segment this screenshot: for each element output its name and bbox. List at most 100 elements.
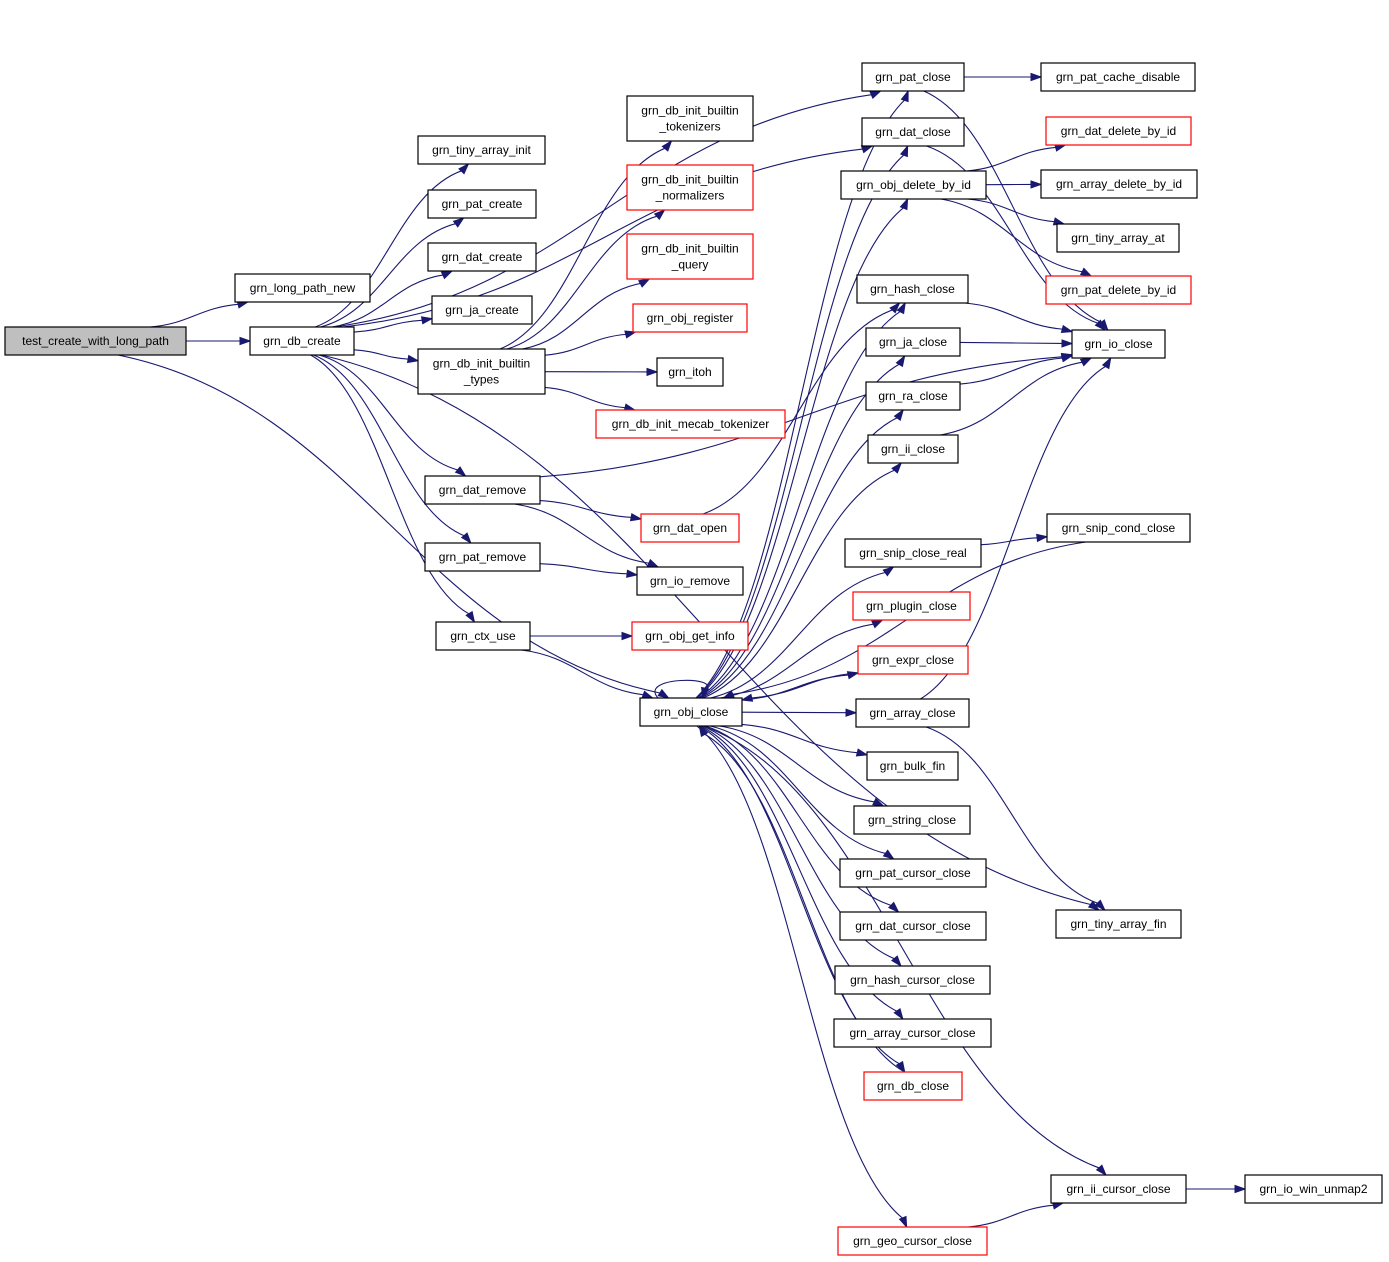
node-geo-cursor-close[interactable]: grn_geo_cursor_close bbox=[837, 1226, 988, 1256]
node-snip-cond-close[interactable]: grn_snip_cond_close bbox=[1046, 513, 1191, 543]
node-db-init-builtin-types[interactable]: grn_db_init_builtin_types bbox=[417, 348, 546, 395]
node-label: grn_hash_cursor_close bbox=[850, 973, 975, 987]
node-db-init-builtin-normalizers[interactable]: grn_db_init_builtin_normalizers bbox=[626, 164, 754, 211]
node-obj-register[interactable]: grn_obj_register bbox=[632, 303, 748, 333]
node-io-win-unmap2[interactable]: grn_io_win_unmap2 bbox=[1244, 1174, 1383, 1204]
node-label: grn_obj_close bbox=[654, 705, 729, 719]
function-nodes: test_create_with_long_path grn_long_path_… bbox=[4, 62, 1383, 1256]
node-dat-cursor-close[interactable]: grn_dat_cursor_close bbox=[839, 911, 987, 941]
node-db-init-builtin-query[interactable]: grn_db_init_builtin_query bbox=[626, 233, 754, 280]
node-pat-create[interactable]: grn_pat_create bbox=[427, 189, 537, 219]
node-ja-close[interactable]: grn_ja_close bbox=[865, 327, 961, 357]
node-box bbox=[631, 621, 749, 651]
edge-hash-close-to-io-close bbox=[964, 302, 1074, 333]
edge-root-to-long-path-new bbox=[150, 300, 250, 328]
node-db-init-mecab-tokenizer[interactable]: grn_db_init_mecab_tokenizer bbox=[595, 409, 786, 439]
node-box bbox=[626, 164, 754, 211]
node-pat-cursor-close[interactable]: grn_pat_cursor_close bbox=[839, 858, 987, 888]
node-box bbox=[431, 295, 533, 325]
node-label: grn_db_close bbox=[877, 1079, 949, 1093]
node-box bbox=[424, 542, 541, 572]
node-box bbox=[626, 95, 754, 142]
node-expr-close[interactable]: grn_expr_close bbox=[857, 645, 969, 675]
node-box bbox=[1045, 116, 1192, 146]
edge-db-create-to-dat-remove bbox=[318, 354, 467, 477]
node-label: grn_dat_cursor_close bbox=[855, 919, 971, 933]
node-dat-delete-by-id[interactable]: grn_dat_delete_by_id bbox=[1045, 116, 1192, 146]
edge-obj-close-to-ii-close bbox=[702, 461, 903, 699]
node-box bbox=[1071, 329, 1166, 359]
node-hash-close[interactable]: grn_hash_close bbox=[856, 274, 969, 304]
node-label: grn_tiny_array_at bbox=[1071, 231, 1165, 245]
node-dat-open[interactable]: grn_dat_open bbox=[640, 513, 740, 543]
node-box bbox=[427, 242, 537, 272]
node-snip-close-real[interactable]: grn_snip_close_real bbox=[844, 538, 982, 568]
node-itoh[interactable]: grn_itoh bbox=[656, 357, 724, 387]
node-box bbox=[855, 698, 970, 728]
node-box bbox=[1046, 513, 1191, 543]
edge-db-init-builtin-types-to-db-init-builtin-normalizers bbox=[506, 208, 666, 350]
node-box bbox=[1055, 909, 1182, 939]
edge-db-create-to-tiny-array-init bbox=[314, 162, 470, 328]
node-string-close[interactable]: grn_string_close bbox=[853, 805, 971, 835]
node-root[interactable]: test_create_with_long_path bbox=[4, 326, 187, 356]
edge-db-init-builtin-types-to-db-init-mecab-tokenizer bbox=[544, 386, 637, 412]
edge-db-create-to-ctx-use bbox=[310, 354, 476, 624]
node-plugin-close[interactable]: grn_plugin_close bbox=[852, 591, 971, 621]
edge-ctx-use-to-obj-get-info bbox=[530, 631, 634, 641]
node-ctx-use[interactable]: grn_ctx_use bbox=[435, 621, 531, 651]
node-io-close[interactable]: grn_io_close bbox=[1071, 329, 1166, 359]
node-pat-cache-disable[interactable]: grn_pat_cache_disable bbox=[1040, 62, 1196, 92]
node-obj-delete-by-id[interactable]: grn_obj_delete_by_id bbox=[840, 170, 987, 200]
node-box bbox=[856, 274, 969, 304]
node-long-path-new[interactable]: grn_long_path_new bbox=[234, 273, 371, 303]
node-tiny-array-at[interactable]: grn_tiny_array_at bbox=[1056, 223, 1180, 253]
node-label: grn_pat_create bbox=[442, 197, 523, 211]
node-box bbox=[866, 751, 959, 781]
node-db-create[interactable]: grn_db_create bbox=[249, 326, 355, 356]
edge-obj-close-to-obj-delete-by-id bbox=[696, 197, 909, 699]
node-io-remove[interactable]: grn_io_remove bbox=[636, 566, 744, 596]
node-box bbox=[639, 697, 743, 727]
node-pat-close[interactable]: grn_pat_close bbox=[861, 62, 965, 92]
node-obj-get-info[interactable]: grn_obj_get_info bbox=[631, 621, 749, 651]
edge-pat-remove-to-io-remove bbox=[539, 563, 639, 578]
node-ii-close[interactable]: grn_ii_close bbox=[867, 434, 959, 464]
node-pat-delete-by-id[interactable]: grn_pat_delete_by_id bbox=[1045, 275, 1192, 305]
node-array-cursor-close[interactable]: grn_array_cursor_close bbox=[833, 1018, 992, 1048]
node-bulk-fin[interactable]: grn_bulk_fin bbox=[866, 751, 959, 781]
node-label: grn_db_init_builtin bbox=[641, 242, 738, 256]
node-pat-remove[interactable]: grn_pat_remove bbox=[424, 542, 541, 572]
node-array-close[interactable]: grn_array_close bbox=[855, 698, 970, 728]
node-label: grn_pat_cursor_close bbox=[855, 866, 971, 880]
node-array-delete-by-id[interactable]: grn_array_delete_by_id bbox=[1040, 169, 1198, 199]
node-db-close[interactable]: grn_db_close bbox=[863, 1071, 963, 1101]
node-box bbox=[844, 538, 982, 568]
node-db-init-builtin-tokenizers[interactable]: grn_db_init_builtin_tokenizers bbox=[626, 95, 754, 142]
node-box bbox=[853, 805, 971, 835]
node-ii-cursor-close[interactable]: grn_ii_cursor_close bbox=[1050, 1174, 1187, 1204]
node-box bbox=[656, 357, 724, 387]
node-dat-create[interactable]: grn_dat_create bbox=[427, 242, 537, 272]
node-label: grn_bulk_fin bbox=[880, 759, 945, 773]
node-hash-cursor-close[interactable]: grn_hash_cursor_close bbox=[834, 965, 991, 995]
edge-db-create-to-db-init-builtin-types bbox=[353, 349, 420, 364]
node-box bbox=[1040, 62, 1196, 92]
node-box bbox=[417, 135, 546, 165]
node-box bbox=[417, 348, 546, 395]
edge-db-init-builtin-types-to-itoh bbox=[544, 367, 659, 377]
node-ra-close[interactable]: grn_ra_close bbox=[865, 381, 961, 411]
edge-db-create-to-dat-close bbox=[342, 145, 874, 328]
node-box bbox=[840, 170, 987, 200]
node-box bbox=[636, 566, 744, 596]
node-box bbox=[852, 591, 971, 621]
node-dat-remove[interactable]: grn_dat_remove bbox=[424, 475, 541, 505]
node-label: grn_hash_close bbox=[870, 282, 955, 296]
node-ja-create[interactable]: grn_ja_create bbox=[431, 295, 533, 325]
edge-obj-close-to-geo-cursor-close bbox=[696, 725, 908, 1229]
node-dat-close[interactable]: grn_dat_close bbox=[861, 117, 965, 147]
node-obj-close[interactable]: grn_obj_close bbox=[639, 697, 743, 727]
node-tiny-array-fin[interactable]: grn_tiny_array_fin bbox=[1055, 909, 1182, 939]
node-box bbox=[833, 1018, 992, 1048]
node-tiny-array-init[interactable]: grn_tiny_array_init bbox=[417, 135, 546, 165]
